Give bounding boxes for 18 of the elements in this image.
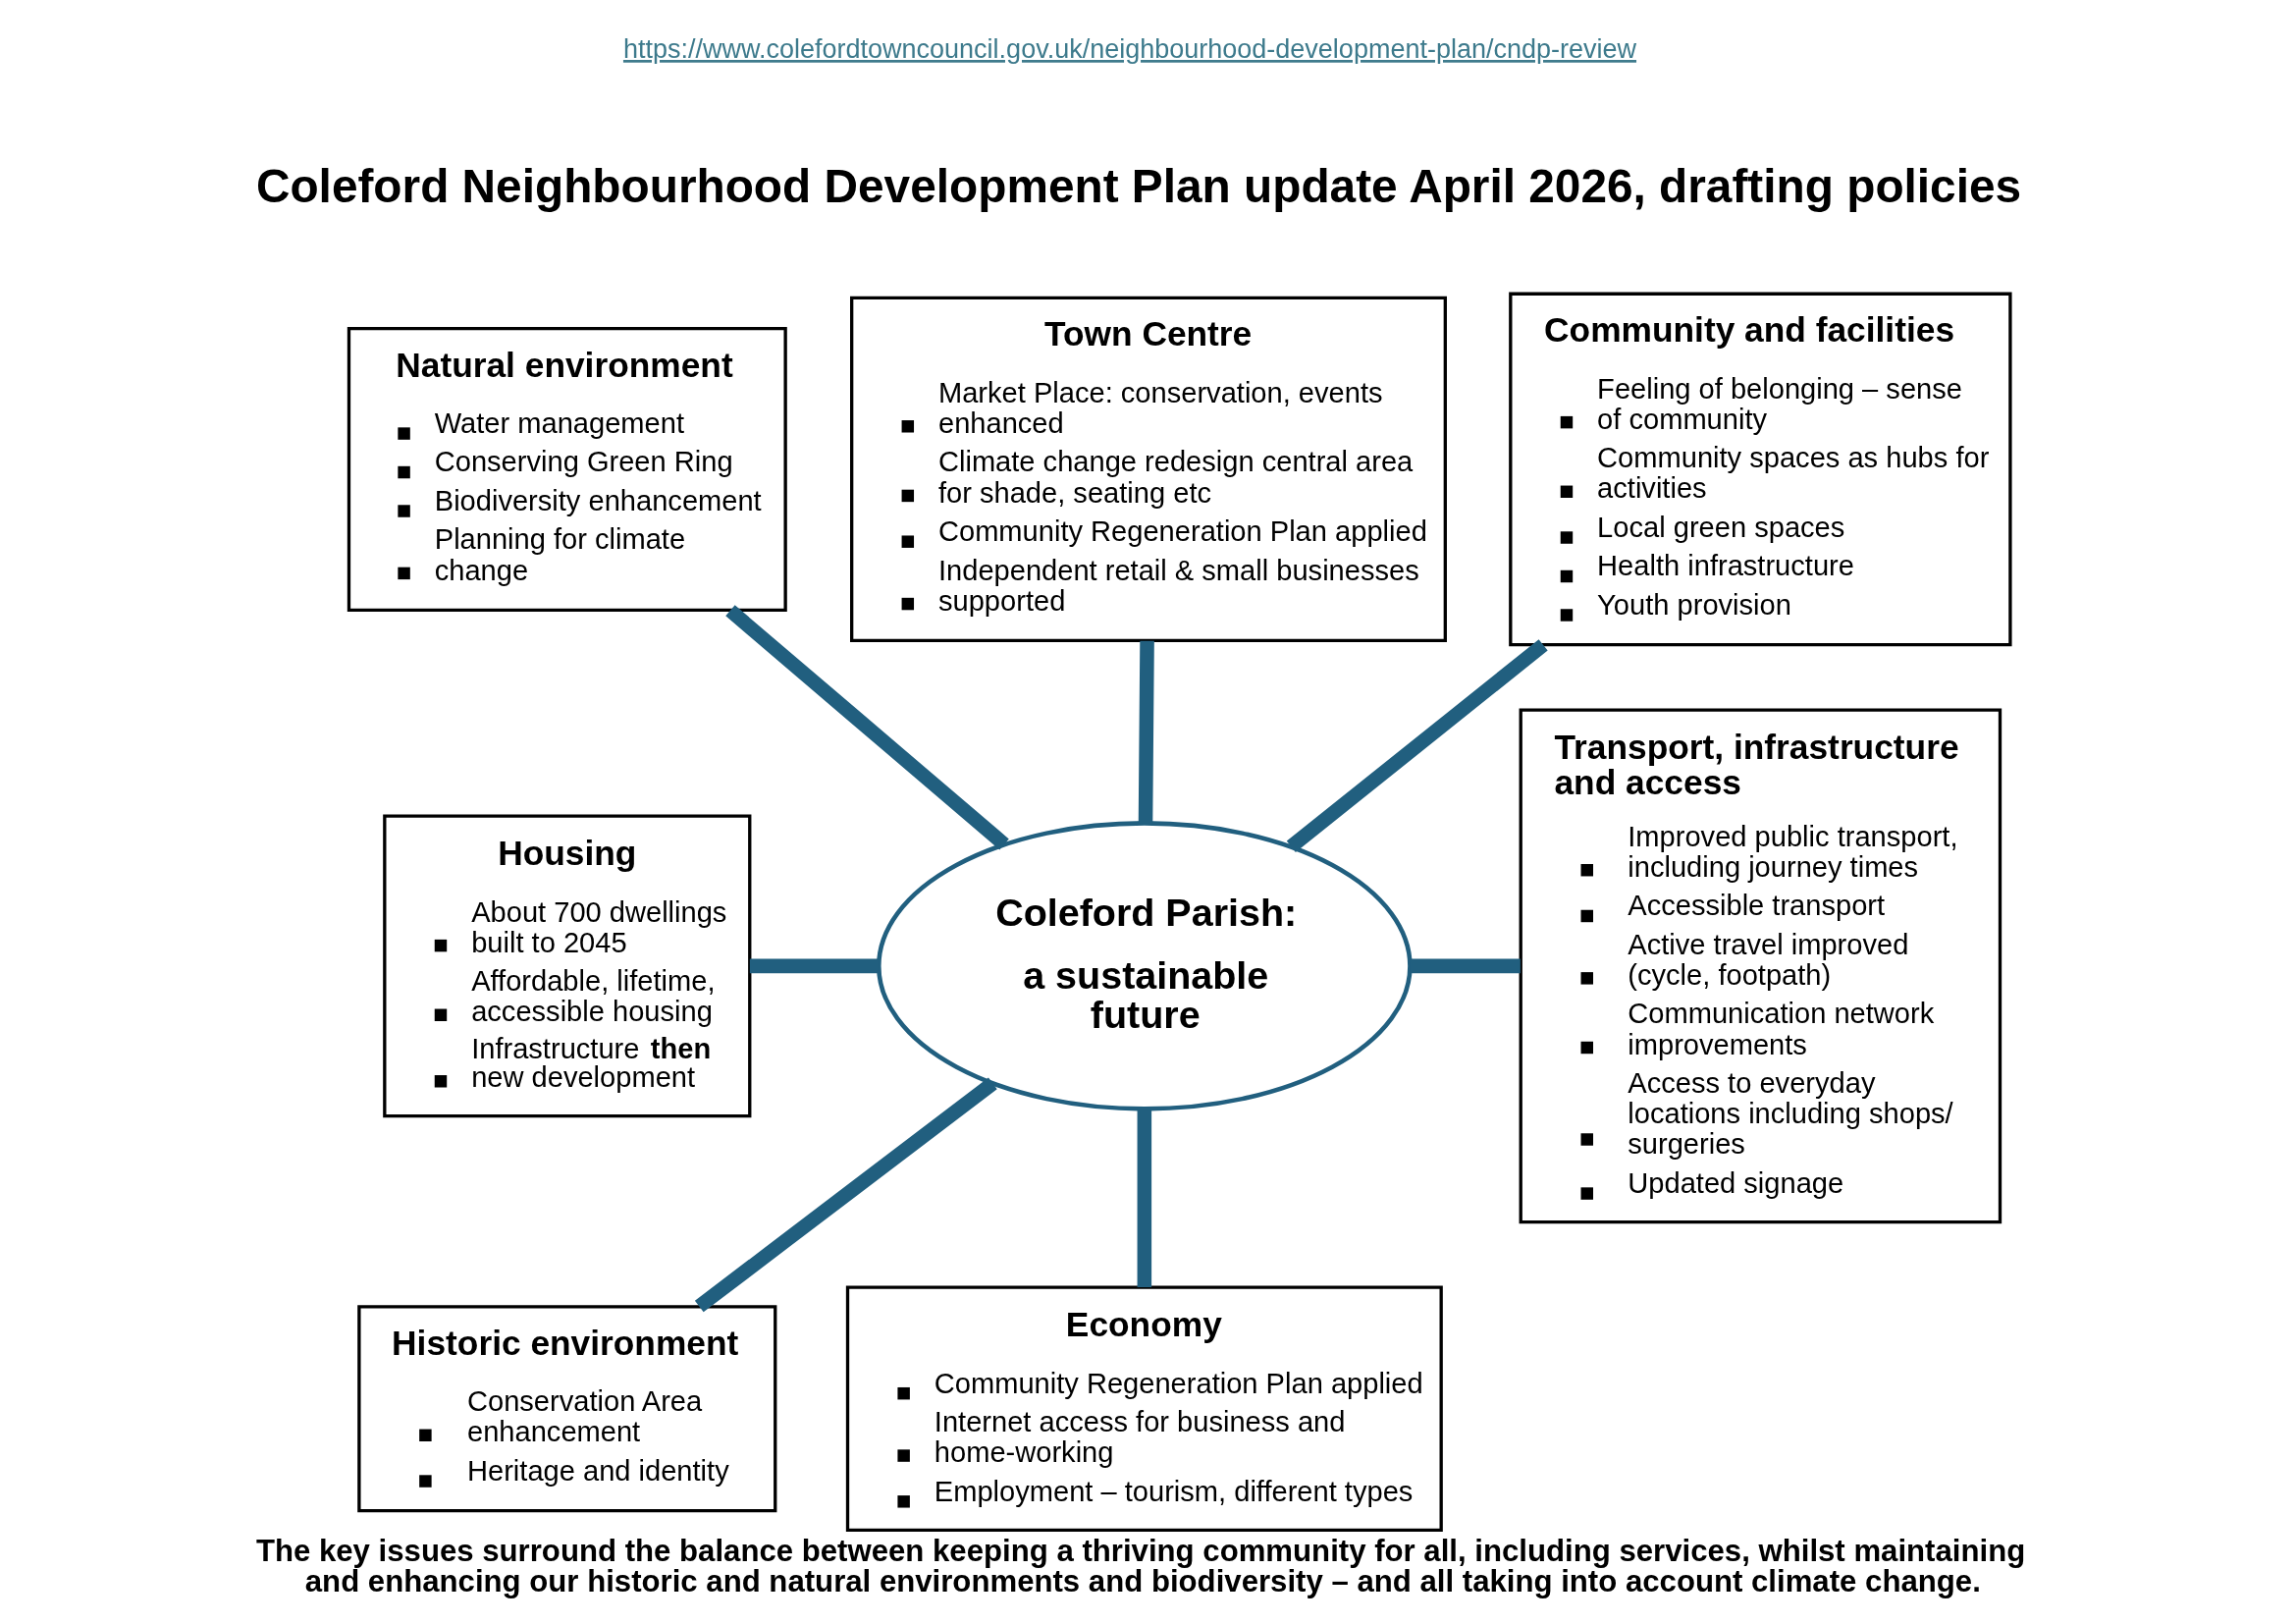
node-box: Community and facilities Feeling of belonging – sense of community Community spaces as hubs for activities Local green spaces Health infrastructure Youth provision [1508, 292, 2012, 647]
diagram-title: Coleford Neighbourhood Development Plan update April 2026, drafting policies [255, 159, 2021, 212]
node-box: Economy Community Regeneration Plan applied Internet access for business and home-working Employment – tourism, different types [845, 1285, 1443, 1533]
connector [1410, 958, 1521, 974]
connector [749, 958, 879, 974]
node-box: Housing About 700 dwellings built to 2045 Affordable, lifetime, accessible housing Infrastructure then new development [382, 814, 751, 1118]
label: https://www.colefordtowncouncil.gov.uk/neighbourhood-development-plan/cndp-review [622, 34, 1636, 65]
connector [724, 605, 1009, 850]
node-box: Transport, infrastructure and access Improved public transport, including journey times Accessible transport Active travel improved (cycle, footpath) Communication network improvements Access to everyday locations including shops/ surgeries Updated signage [1519, 708, 2002, 1224]
connector [1286, 639, 1548, 852]
connector [1137, 1109, 1151, 1287]
caption: The key issues surround the balance between keeping a thriving community for all, including services, whilst maintaining and enhancing our historic and natural environments and biodiversity – and all taking into account climate change. [255, 1533, 2025, 1598]
connector [1138, 640, 1154, 823]
node-ellipse: Coleford Parish: a sustainable future [876, 821, 1413, 1111]
node-box: Town Centre Market Place: conservation, events enhanced Climate change redesign central area for shade, seating etc Community Regeneration Plan applied Independent retail & small businesses supported [849, 296, 1447, 643]
node-box: Natural environment Water management Conserving Green Ring Biodiversity enhancement Planning for climate change [347, 326, 787, 612]
connector [694, 1077, 997, 1313]
node-box: Historic environment Conservation Area enhancement Heritage and identity [356, 1305, 776, 1513]
